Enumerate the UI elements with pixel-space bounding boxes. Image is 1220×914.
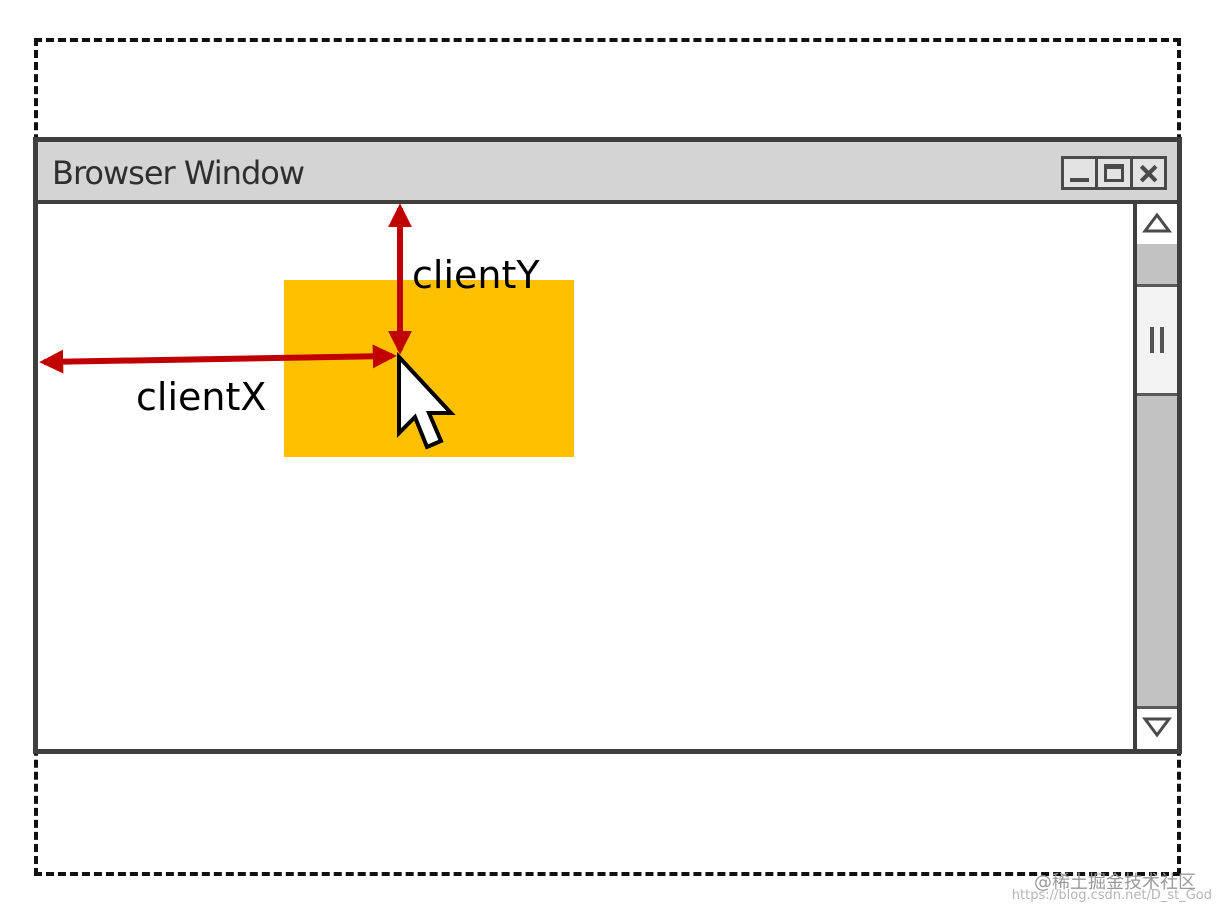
triangle-up-icon bbox=[1142, 212, 1172, 233]
scroll-up-button[interactable] bbox=[1137, 204, 1177, 247]
viewport-content bbox=[38, 204, 1133, 749]
maximize-icon bbox=[1104, 164, 1124, 182]
target-element-box bbox=[284, 280, 574, 457]
maximize-button[interactable] bbox=[1098, 159, 1133, 187]
title-bar[interactable]: Browser Window bbox=[38, 142, 1177, 204]
watermark-url: https://blog.csdn.net/D_st_God bbox=[1011, 888, 1212, 903]
scroll-down-button[interactable] bbox=[1137, 706, 1177, 749]
window-title: Browser Window bbox=[52, 154, 305, 192]
minimize-button[interactable] bbox=[1064, 159, 1099, 187]
close-icon bbox=[1139, 164, 1158, 183]
minimize-icon bbox=[1070, 178, 1090, 182]
scroll-track-top[interactable] bbox=[1137, 244, 1177, 284]
window-controls bbox=[1061, 156, 1167, 190]
client-x-label: clientX bbox=[136, 375, 267, 419]
grip-icon bbox=[1150, 327, 1164, 353]
client-y-label: clientY bbox=[412, 253, 540, 297]
close-button[interactable] bbox=[1132, 159, 1164, 187]
vertical-scrollbar[interactable] bbox=[1133, 204, 1177, 749]
scroll-thumb[interactable] bbox=[1137, 284, 1177, 396]
watermark-text: @稀土掘金技术社区 bbox=[1034, 872, 1196, 893]
browser-window: Browser Window bbox=[33, 137, 1182, 754]
triangle-down-icon bbox=[1142, 717, 1172, 738]
